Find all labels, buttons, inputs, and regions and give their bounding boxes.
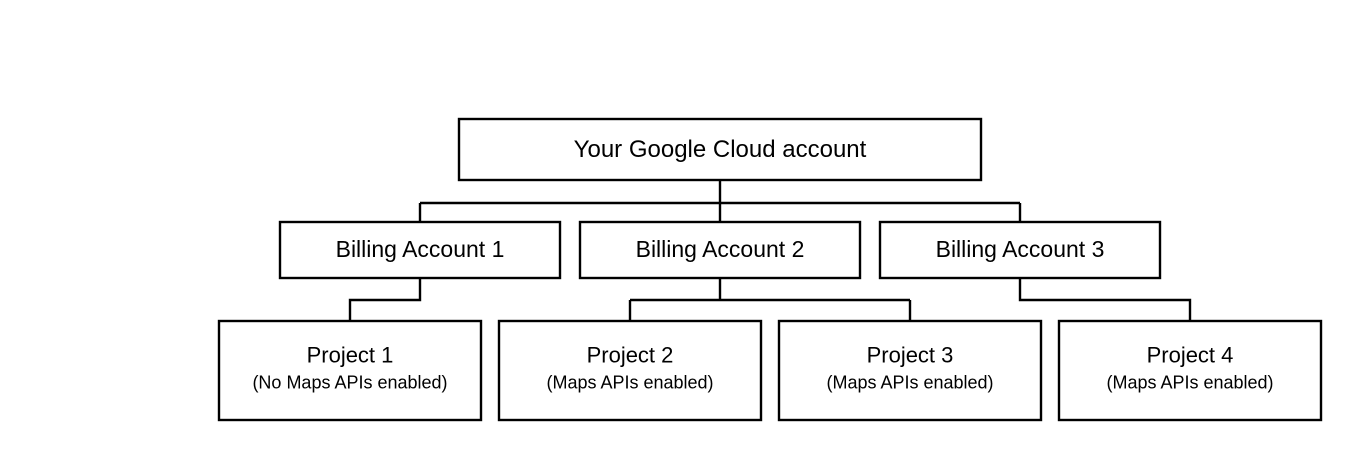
node-subtitle-project-4: (Maps APIs enabled) [1106,372,1273,392]
node-title-project-3: Project 3 [867,342,954,367]
node-box-project-1[interactable] [217,319,483,422]
node-project-3[interactable]: Project 3 (Maps APIs enabled) [777,319,1043,422]
node-subtitle-project-1: (No Maps APIs enabled) [252,372,447,392]
node-project-4[interactable]: Project 4 (Maps APIs enabled) [1057,319,1323,422]
node-project-1[interactable]: Project 1 (No Maps APIs enabled) [217,319,483,422]
node-box-project-2[interactable] [497,319,763,422]
node-title-project-2: Project 2 [587,342,674,367]
node-title-billing-2: Billing Account 2 [636,236,805,262]
node-box-billing-2[interactable] [578,220,862,280]
connector-billing-1-to-project-1 [348,278,422,321]
node-box-account[interactable] [457,117,983,182]
node-project-2[interactable]: Project 2 (Maps APIs enabled) [497,319,763,422]
node-title-billing-3: Billing Account 3 [936,236,1105,262]
node-subtitle-project-3: (Maps APIs enabled) [826,372,993,392]
connector-billing-3-to-project-4 [1018,278,1192,321]
node-subtitle-project-2: (Maps APIs enabled) [546,372,713,392]
node-title-project-1: Project 1 [307,342,394,367]
node-box-project-3[interactable] [777,319,1043,422]
node-account[interactable]: Your Google Cloud account [457,117,983,182]
node-billing-1[interactable]: Billing Account 1 [278,220,562,280]
node-billing-2[interactable]: Billing Account 2 [578,220,862,280]
node-box-billing-3[interactable] [878,220,1162,280]
node-title-account: Your Google Cloud account [574,136,867,163]
node-title-project-4: Project 4 [1147,342,1234,367]
node-billing-3[interactable]: Billing Account 3 [878,220,1162,280]
node-title-billing-1: Billing Account 1 [336,236,505,262]
node-box-project-4[interactable] [1057,319,1323,422]
connector-lines [348,180,1192,321]
node-box-billing-1[interactable] [278,220,562,280]
